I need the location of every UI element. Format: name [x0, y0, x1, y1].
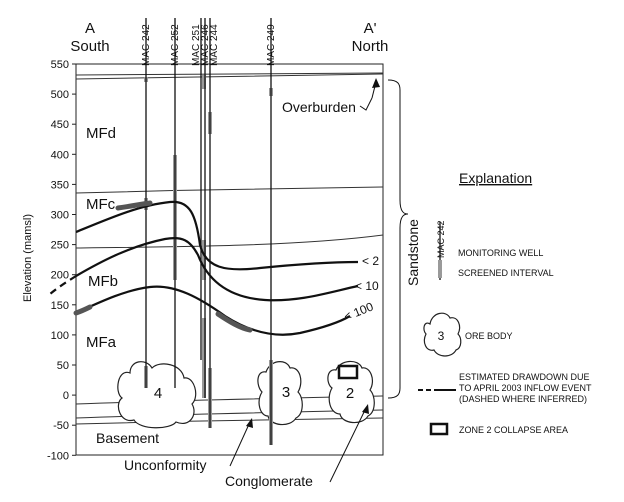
overburden-arrowhead	[372, 78, 380, 88]
ore-body-4	[117, 361, 197, 429]
unit-label-mfc: MFc	[86, 196, 116, 213]
conglomerate-leader	[329, 407, 367, 483]
drawdown-label-10: < 10	[355, 279, 379, 293]
legend-ore-number: 3	[438, 329, 445, 343]
y-tick-label: 200	[51, 270, 69, 282]
left-end-letter: A	[85, 20, 95, 37]
monitoring-wells	[145, 18, 272, 445]
well-label-mac-251: MAC 251	[191, 24, 202, 66]
unit-label-sandstone: Sandstone	[405, 219, 421, 286]
legend-ore-symbol	[423, 312, 462, 357]
y-tick-label: -100	[47, 450, 69, 462]
well-label-mac-242: MAC 242	[141, 24, 152, 66]
y-tick-label: 550	[51, 59, 69, 71]
well-label-mac-246: MAC 246	[200, 24, 211, 66]
ore-label-2: 2	[346, 385, 354, 402]
conglomerate-base	[75, 417, 384, 425]
legend-title: Explanation	[459, 170, 532, 186]
drawdown-100m	[75, 285, 351, 336]
unconformity-arrowhead	[246, 418, 253, 428]
drawdown-shaded-left	[73, 304, 93, 316]
legend-collapse: ZONE 2 COLLAPSE AREA	[459, 425, 568, 435]
y-tick-label: 250	[51, 240, 69, 252]
legend-well-name: MAC 242	[436, 220, 446, 258]
right-end-direction: North	[352, 38, 389, 55]
well-label-mac-249: MAC 249	[266, 24, 277, 66]
drawdown-shaded	[73, 200, 253, 333]
well-label-mac-252: MAC 252	[170, 24, 181, 66]
drawdown-label-100: < 100	[342, 299, 376, 323]
legend-screen-symbol	[438, 260, 442, 278]
sandstone-brace	[387, 79, 409, 399]
mfd-mfc-contact	[75, 186, 384, 194]
leader-lines	[229, 79, 409, 483]
surface-line	[75, 72, 384, 76]
leader-arrowheads	[246, 78, 380, 428]
legend-monitoring-well: MONITORING WELL	[458, 248, 543, 258]
legend-screened-interval: SCREENED INTERVAL	[458, 268, 554, 278]
y-tick-label: -50	[53, 420, 69, 432]
unit-label-conglomerate: Conglomerate	[225, 473, 313, 489]
unit-label-basement: Basement	[96, 430, 159, 446]
drawdown-shaded-mfc	[115, 200, 153, 211]
conglomerate-arrowhead	[362, 404, 369, 414]
overburden-base	[75, 73, 384, 80]
y-tick-label: 100	[51, 330, 69, 342]
y-tick-label: 150	[51, 300, 69, 312]
ore-label-4: 4	[154, 385, 162, 402]
unit-label-unconformity: Unconformity	[124, 457, 206, 473]
zone-2-collapse-area	[337, 364, 359, 380]
y-tick-label: 450	[51, 119, 69, 131]
y-tick-label: 300	[51, 210, 69, 222]
right-end-letter: A'	[364, 20, 377, 37]
overburden-leader-tail	[359, 97, 373, 111]
well-label-mac-244: MAC 244	[209, 24, 220, 66]
drawdown-inferred	[49, 275, 77, 295]
legend-drawdown-line1: ESTIMATED DRAWDOWN DUE	[459, 372, 590, 382]
left-end-direction: South	[70, 38, 109, 55]
legend-collapse-symbol	[429, 422, 449, 436]
ore-body-3	[257, 361, 303, 426]
y-tick-label: 350	[51, 179, 69, 191]
legend-drawdown-line3: (DASHED WHERE INFERRED)	[459, 394, 587, 404]
drawdown-2m	[75, 200, 359, 271]
legend-ore-body: ORE BODY	[465, 331, 513, 341]
unit-label-mfb: MFb	[88, 273, 118, 290]
inferred-2m	[49, 275, 77, 295]
section-frame	[75, 63, 384, 456]
drawdown-label-2: < 2	[362, 254, 379, 268]
y-axis-label: Elevation (mamsl)	[22, 214, 34, 302]
legend-drawdown-line2: TO APRIL 2003 INFLOW EVENT	[459, 383, 592, 393]
drawdown-10m	[75, 237, 359, 302]
unit-label-mfd: MFd	[86, 125, 116, 142]
ore-label-3: 3	[282, 384, 290, 401]
mfc-mfb-contact	[75, 234, 384, 249]
y-tick-label: 50	[57, 360, 69, 372]
unit-label-overburden: Overburden	[282, 99, 356, 115]
y-tick-label: 500	[51, 89, 69, 101]
drawdown-shaded-mfa	[215, 311, 253, 333]
unit-label-mfa: MFa	[86, 334, 117, 351]
y-tick-label: 400	[51, 149, 69, 161]
y-tick-label: 0	[63, 390, 69, 402]
unconformity-leader	[229, 421, 251, 467]
